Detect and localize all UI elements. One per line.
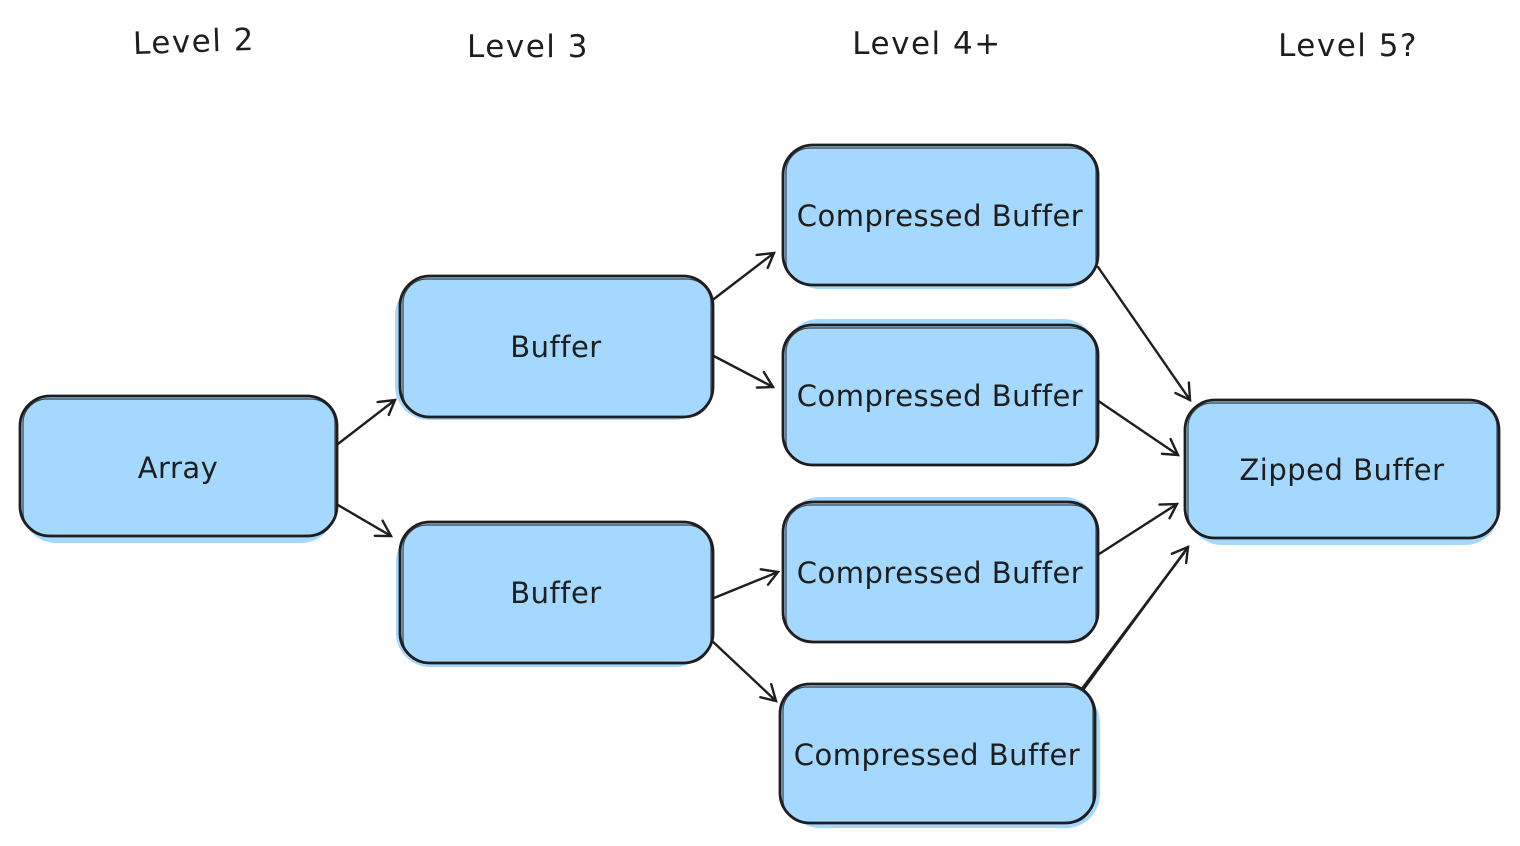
node-buffer-bottom-label: Buffer [510, 576, 601, 610]
edge-compressed-buffer-1-to-zipped-buffer [1096, 265, 1192, 402]
node-zipped-buffer-outline [1187, 402, 1498, 539]
node-compressed-buffer-4-label: Compressed Buffer [794, 738, 1080, 772]
node-zipped-buffer-label: Zipped Buffer [1239, 453, 1444, 487]
node-compressed-buffer-3-label: Compressed Buffer [797, 556, 1083, 590]
node-compressed-buffer-1: Compressed Buffer [781, 143, 1100, 289]
node-array: Array [18, 394, 339, 543]
node-compressed-buffer-1-label: Compressed Buffer [797, 199, 1083, 233]
edge-compressed-buffer-3-to-zipped-buffer [1094, 502, 1180, 558]
node-buffer-top-label: Buffer [510, 330, 601, 364]
node-compressed-buffer-3-outline [785, 504, 1097, 643]
edge-buffer-bottom-to-compressed-buffer-4 [708, 637, 778, 703]
node-buffer-bottom: Buffer [396, 520, 715, 667]
node-buffer-top: Buffer [395, 274, 715, 420]
column-headers: Level 2 Level 3 Level 4+ Level 5? [132, 22, 1418, 65]
node-buffer-bottom-outline [402, 524, 712, 664]
node-array-label: Array [138, 451, 219, 485]
edge-buffer-top-to-compressed-buffer-2 [706, 351, 776, 389]
node-compressed-buffer-3: Compressed Buffer [781, 497, 1100, 644]
node-buffer-top-outline [402, 278, 712, 418]
edge-buffer-top-to-compressed-buffer-1 [704, 251, 776, 307]
column-header-level-3: Level 3 [467, 29, 589, 65]
column-header-level-4-plus: Level 4+ [852, 26, 1001, 62]
node-compressed-buffer-2-label: Compressed Buffer [797, 379, 1083, 413]
node-compressed-buffer-2: Compressed Buffer [781, 319, 1100, 467]
node-zipped-buffer: Zipped Buffer [1183, 398, 1501, 545]
column-header-level-2: Level 2 [132, 22, 255, 62]
edge-compressed-buffer-2-to-zipped-buffer [1089, 394, 1180, 457]
node-compressed-buffer-1-outline [785, 147, 1097, 286]
edge-array-to-buffer-top [332, 398, 397, 449]
nodes: Array Buffer Buffer Compressed Buffer Co… [18, 143, 1501, 828]
edges [324, 251, 1192, 703]
node-array-outline [22, 398, 336, 537]
node-compressed-buffer-4-outline [782, 686, 1094, 824]
node-compressed-buffer-4: Compressed Buffer [778, 682, 1100, 828]
column-header-level-5: Level 5? [1278, 28, 1418, 64]
edge-buffer-bottom-to-compressed-buffer-3 [712, 568, 781, 600]
edge-compressed-buffer-4-to-zipped-buffer-restroke [1076, 551, 1186, 696]
node-compressed-buffer-2-outline [785, 327, 1097, 466]
